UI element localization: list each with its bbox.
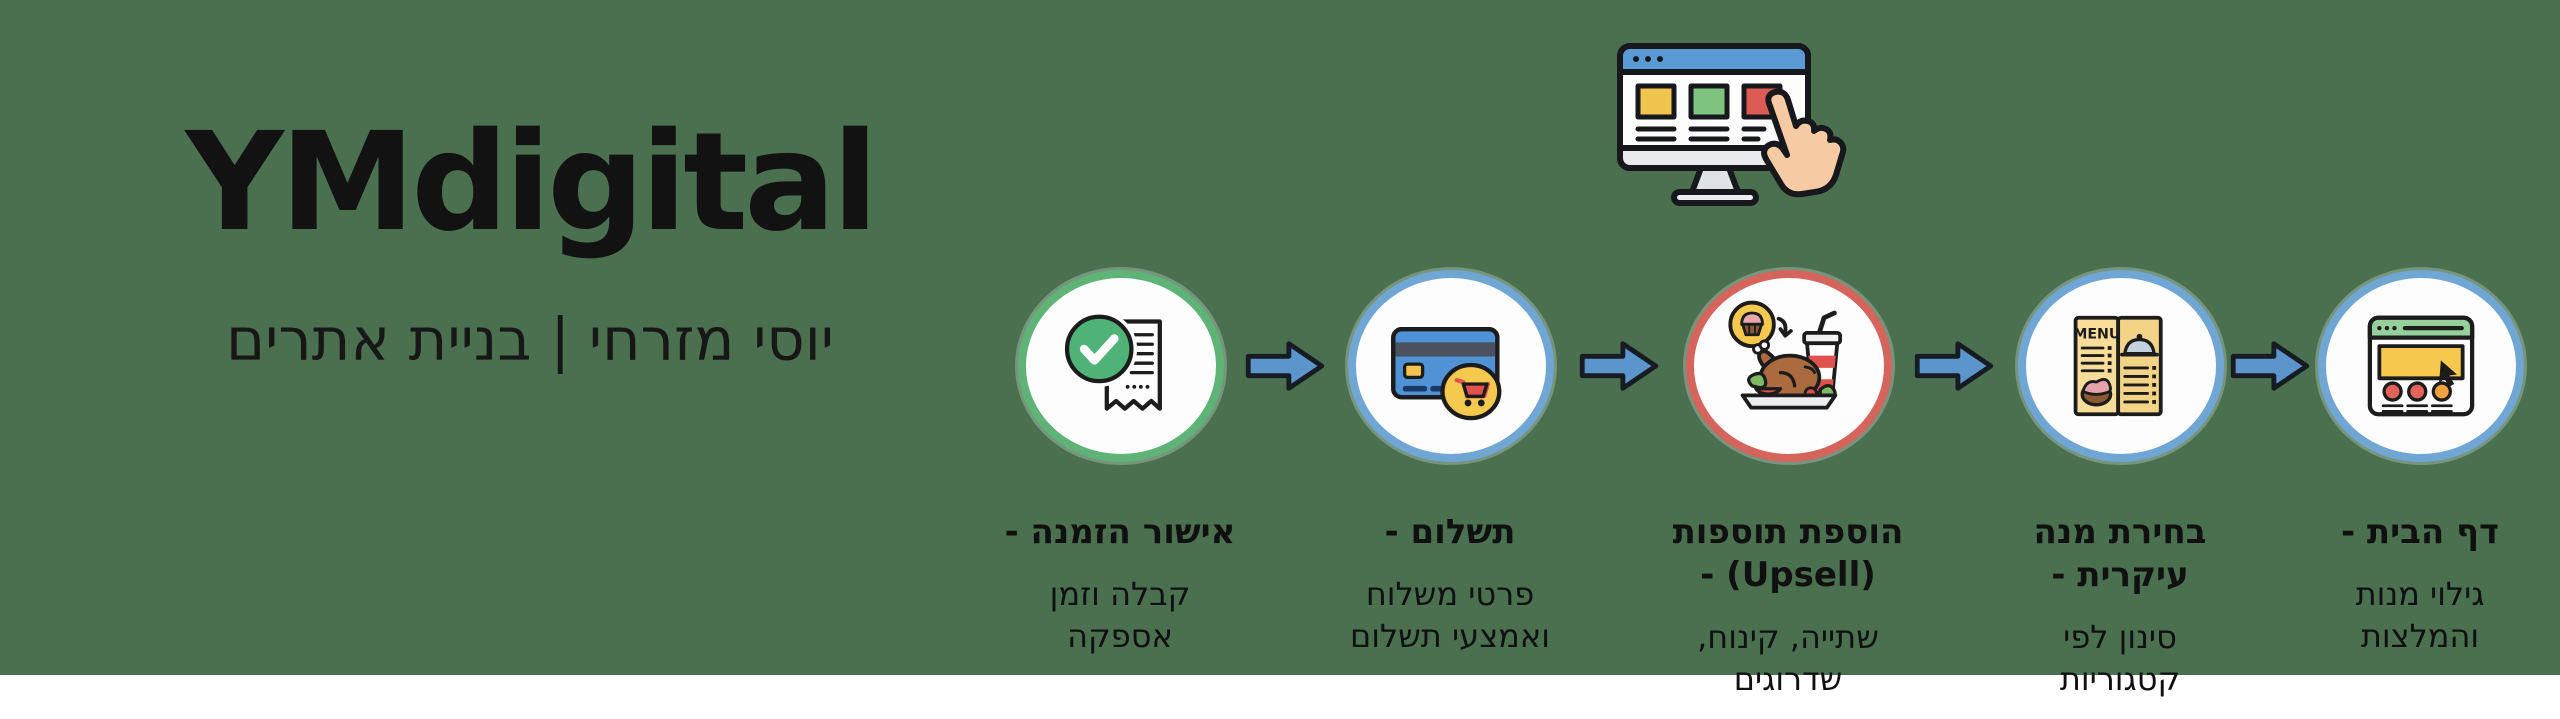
flow-arrow-icon (1579, 341, 1659, 391)
browser-click-icon (1617, 43, 1847, 206)
receipt-check-icon (1061, 311, 1162, 411)
flow-arrow-icon (1245, 341, 1325, 391)
step-label-payment: תשלום - פרטי משלוח ואמצעי תשלום (1280, 492, 1620, 676)
step-label-main-course: בחירת מנה עיקרית - סינון לפי קטגוריות (1950, 492, 2290, 719)
step-circle-home-page (2318, 270, 2524, 462)
menu-icon: MENU (2073, 315, 2163, 417)
brand-block: YMdigital יוסי מזרחי | בניית אתרים (100, 112, 960, 374)
pointing-hand-icon (1761, 88, 1847, 198)
step-desc: קבלה וזמן אספקה (1049, 575, 1191, 655)
cursor-icon (2438, 360, 2457, 387)
step-title: אישור הזמנה - (1004, 512, 1236, 552)
brand-tagline: יוסי מזרחי | בניית אתרים (226, 304, 834, 374)
step-circle-upsell (1686, 270, 1892, 462)
step-title: דף הבית - (2340, 512, 2500, 552)
step-desc: גילוי מנות והמלצות (2355, 575, 2485, 655)
step-title: הוספת תוספות (Upsell) - (1672, 512, 1904, 595)
flow-arrow-icon (1914, 341, 1994, 391)
brand-name: YMdigital (185, 104, 878, 262)
step-title: בחירת מנה עיקרית - (2033, 512, 2207, 595)
step-desc: סינון לפי קטגוריות (2059, 618, 2181, 698)
step-label-order-confirmation: אישור הזמנה - קבלה וזמן אספקה (950, 492, 1290, 676)
step-circle-main-course: MENU (2018, 270, 2224, 462)
step-title: תשלום - (1384, 512, 1516, 552)
flow-arrow-icon (2230, 341, 2310, 391)
step-circle-order-confirmation (1018, 270, 1224, 462)
step-label-home-page: דף הבית - גילוי מנות והמלצות (2250, 492, 2560, 676)
step-desc: פרטי משלוח ואמצעי תשלום (1349, 575, 1551, 655)
step-circle-payment (1348, 270, 1554, 462)
meal-drink-upsell-icon (1728, 300, 1843, 410)
step-desc: שתייה, קינוח, שדרוגים (1697, 618, 1879, 698)
website-icon (2367, 315, 2475, 417)
banner: YMdigital יוסי מזרחי | בניית אתרים (0, 0, 2560, 698)
menu-title-text: MENU (2073, 327, 2120, 343)
step-label-upsell: הוספת תוספות (Upsell) - שתייה, קינוח, שד… (1618, 492, 1958, 719)
credit-card-cart-icon (1391, 326, 1502, 421)
